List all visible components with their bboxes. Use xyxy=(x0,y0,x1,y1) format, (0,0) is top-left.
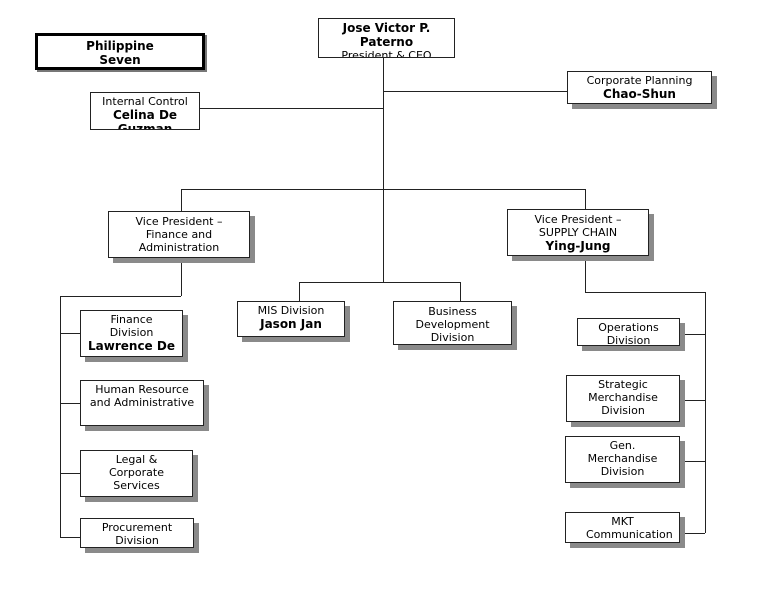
strategic-merchandise-box: Strategic Merchandise Division xyxy=(566,375,680,422)
connector-line xyxy=(60,296,61,538)
connector-line xyxy=(680,334,705,335)
connector-line xyxy=(585,292,705,293)
connector-line xyxy=(60,296,181,297)
connector-line xyxy=(200,108,383,109)
corporate-planning-box: Corporate Planning Chao-Shun xyxy=(567,71,712,104)
corporate-planning-name: Chao-Shun xyxy=(603,87,676,101)
legal-corporate-box: Legal & Corporate Services xyxy=(80,450,193,497)
procurement-title: Procurement Division xyxy=(101,521,173,547)
connector-line xyxy=(299,282,460,283)
connector-line xyxy=(60,473,80,474)
mis-division-name: Jason Jan xyxy=(260,317,322,331)
connector-line xyxy=(60,333,80,334)
connector-line xyxy=(299,282,300,301)
connector-line xyxy=(680,461,705,462)
ceo-box: Jose Victor P. Paterno President & CEO xyxy=(318,18,455,58)
connector-line xyxy=(585,189,586,209)
connector-line xyxy=(181,189,585,190)
vp-finance-title: Vice President – Finance and Administrat… xyxy=(135,215,223,254)
company-name: Philippine Seven Corporation xyxy=(86,39,154,67)
connector-line xyxy=(181,258,182,296)
ceo-title: President & CEO xyxy=(341,49,432,58)
vp-supply-title: Vice President – SUPPLY CHAIN xyxy=(534,213,622,239)
internal-control-name: Celina De Guzman xyxy=(112,108,178,130)
connector-line xyxy=(181,189,182,211)
vp-supply-name: Ying-Jung xyxy=(545,239,611,253)
connector-line xyxy=(680,533,705,534)
connector-line xyxy=(705,292,706,533)
gen-merchandise-box: Gen. Merchandise Division xyxy=(565,436,680,483)
mkt-communication-title: MKT Communication xyxy=(586,515,673,541)
ceo-name: Jose Victor P. Paterno xyxy=(342,21,431,49)
operations-division-box: Operations Division xyxy=(577,318,680,346)
connector-line xyxy=(585,256,586,292)
business-development-title: Business Development Division xyxy=(415,305,490,344)
connector-line xyxy=(460,282,461,301)
strategic-merchandise-title: Strategic Merchandise Division xyxy=(588,378,658,417)
finance-division-title: Finance Division xyxy=(109,313,154,339)
company-title-box: Philippine Seven Corporation xyxy=(35,33,205,70)
finance-division-box: Finance Division Lawrence De xyxy=(80,310,183,357)
connector-line xyxy=(60,537,80,538)
mis-division-title: MIS Division xyxy=(257,304,325,317)
gen-merchandise-title: Gen. Merchandise Division xyxy=(587,439,658,478)
business-development-box: Business Development Division xyxy=(393,301,512,345)
vp-supply-box: Vice President – SUPPLY CHAIN Ying-Jung xyxy=(507,209,649,256)
internal-control-title: Internal Control xyxy=(102,95,188,108)
connector-line xyxy=(680,400,705,401)
connector-line xyxy=(383,91,567,92)
operations-division-title: Operations Division xyxy=(598,321,659,346)
corporate-planning-title: Corporate Planning xyxy=(586,74,693,87)
human-resource-box: Human Resource and Administrative xyxy=(80,380,204,426)
human-resource-title: Human Resource and Administrative xyxy=(89,383,195,409)
mkt-communication-box: MKT Communication xyxy=(565,512,680,543)
internal-control-box: Internal Control Celina De Guzman xyxy=(90,92,200,130)
connector-line xyxy=(383,58,384,282)
vp-finance-box: Vice President – Finance and Administrat… xyxy=(108,211,250,258)
connector-line xyxy=(60,403,80,404)
finance-division-name: Lawrence De xyxy=(88,339,175,353)
mis-division-box: MIS Division Jason Jan xyxy=(237,301,345,337)
legal-corporate-title: Legal & Corporate Services xyxy=(109,453,164,492)
procurement-box: Procurement Division xyxy=(80,518,194,548)
